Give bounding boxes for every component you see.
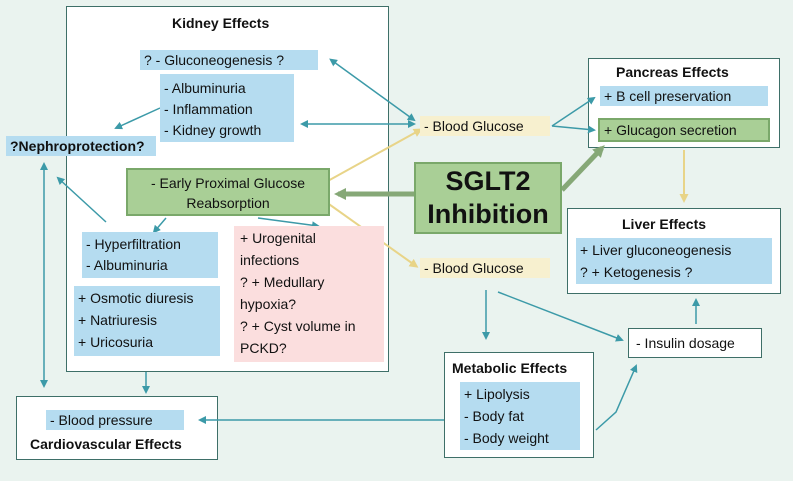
sglt2-title-line2: Inhibition [427,199,549,229]
early-reabsorption-line2: Reabsorption [186,195,270,211]
kidney-effects-title: Kidney Effects [172,15,270,31]
pancreas-effects-title: Pancreas Effects [616,64,729,80]
arrow-blood-glucose-to-pancreas-bcell [551,96,596,127]
risk-urogenital: + Urogenital [240,230,316,246]
sglt2-inhibition-box: SGLT2 Inhibition [414,162,562,234]
metabolic-body-weight: - Body weight [464,430,549,446]
early-proximal-reabsorption: - Early Proximal Glucose Reabsorption [126,168,330,216]
kidney-effect-albuminuria: - Albuminuria [164,80,246,96]
blood-pressure-label: - Blood pressure [46,410,184,430]
liver-effects-list: + Liver gluconeogenesis ? + Ketogenesis … [576,238,772,284]
metabolic-lipolysis: + Lipolysis [464,386,530,402]
liver-ketogenesis: ? + Ketogenesis ? [580,264,693,280]
metabolic-effects-list: + Lipolysis - Body fat - Body weight [460,382,580,450]
uricosuria-item: + Uricosuria [78,334,154,350]
pancreas-glucagon: + Glucagon secretion [598,118,770,142]
insulin-dosage-box [628,328,762,358]
kidney-effect-kidney-growth: - Kidney growth [164,122,262,138]
arrow-early-to-urogenital [257,217,320,230]
natriuresis-item: + Natriuresis [78,312,157,328]
arrow-hyperfiltration-to-nephroprotection [56,176,107,223]
metabolic-effects-title: Metabolic Effects [452,360,568,376]
cardiovascular-effects-title: Cardiovascular Effects [30,436,182,452]
kidney-effect-inflammation: - Inflammation [164,101,253,117]
osmotic-diuresis-item: + Osmotic diuresis [78,290,194,306]
early-reabsorption-line1: - Early Proximal Glucose [150,175,306,191]
nephroprotection-label: ?Nephroprotection? [6,136,156,156]
sglt2-title-line1: SGLT2 [445,166,531,196]
insulin-dosage-label: - Insulin dosage [636,335,735,351]
risk-medullary: ? + Medullary [240,274,325,290]
hyperfiltration-list: - Hyperfiltration - Albuminuria [82,232,218,278]
risk-infections: infections [240,252,300,268]
arrow-sglt2-to-glucagon [560,145,605,192]
hyper-albuminuria-item: - Albuminuria [86,257,168,273]
liver-gluconeogenesis: + Liver gluconeogenesis [580,242,732,258]
arrow-early-to-hyperfiltration [152,217,167,234]
arrow-effects-to-nephroprotection [114,107,161,130]
kidney-effects-list: - Albuminuria - Inflammation - Kidney gr… [160,74,294,142]
risk-hypoxia: hypoxia? [240,296,297,312]
blood-glucose-top: - Blood Glucose [420,116,550,136]
arrow-gluconeogenesis-blood-glucose [329,58,416,122]
hyperfiltration-item: - Hyperfiltration [86,236,181,252]
arrow-blood-glucose-to-insulin [497,291,624,342]
risk-list: + Urogenital infections ? + Medullary hy… [234,226,384,362]
arrow-early-to-blood-glucose-top [325,128,423,183]
osmotic-list: + Osmotic diuresis + Natriuresis + Urico… [74,286,220,356]
risk-cyst-volume: ? + Cyst volume in [240,318,356,334]
risk-pckd: PCKD? [240,340,287,356]
pancreas-bcell: + B cell preservation [600,86,768,106]
liver-effects-title: Liver Effects [622,216,707,232]
metabolic-body-fat: - Body fat [464,408,524,424]
gluconeogenesis-label: ? - Gluconeogenesis ? [140,50,318,70]
blood-glucose-mid: - Blood Glucose [420,258,550,278]
arrow-metabolic-to-insulin [595,364,638,431]
arrow-blood-glucose-to-glucagon [551,125,596,134]
